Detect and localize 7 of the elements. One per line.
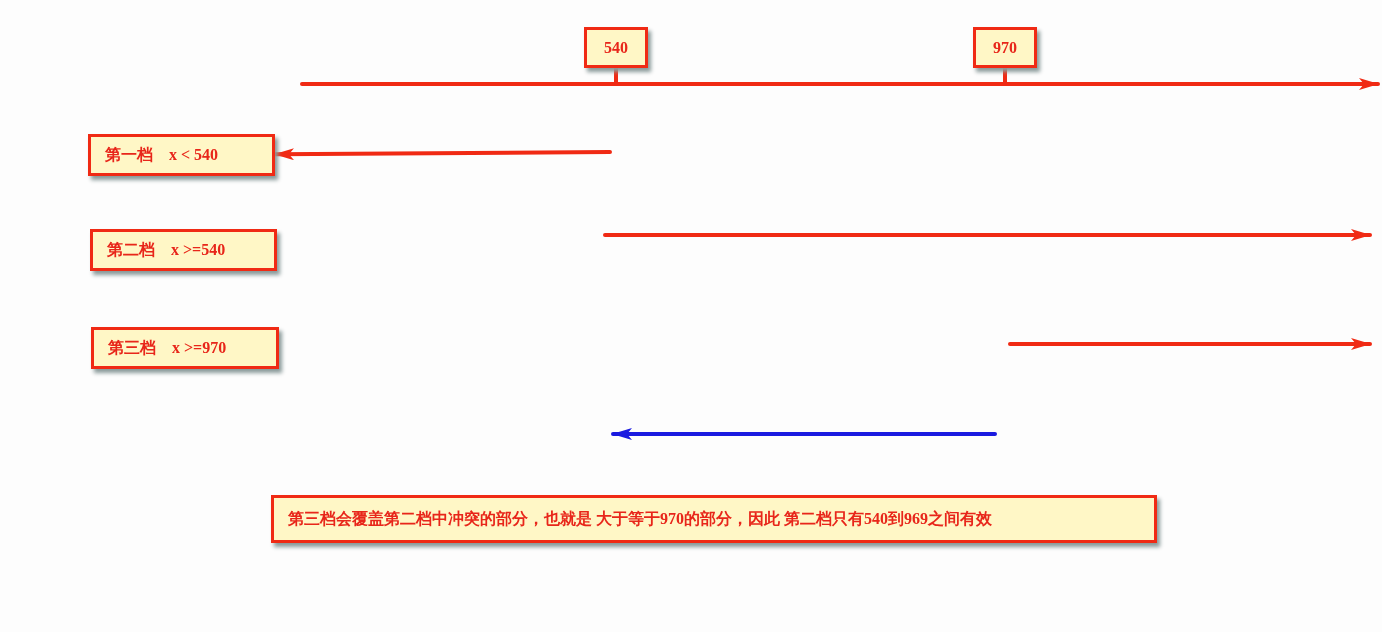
value-box: 970 [973, 27, 1037, 68]
note-box: 第三档会覆盖第二档中冲突的部分，也就是 大于等于970的部分，因此 第二档只有540到969之间有效 [271, 495, 1157, 543]
range-box: 第一档 x < 540 [88, 134, 275, 176]
arrow [273, 148, 612, 161]
range-box: 第二档 x >=540 [90, 229, 277, 271]
range-box: 第三档 x >=970 [91, 327, 279, 369]
value-box: 540 [584, 27, 648, 68]
